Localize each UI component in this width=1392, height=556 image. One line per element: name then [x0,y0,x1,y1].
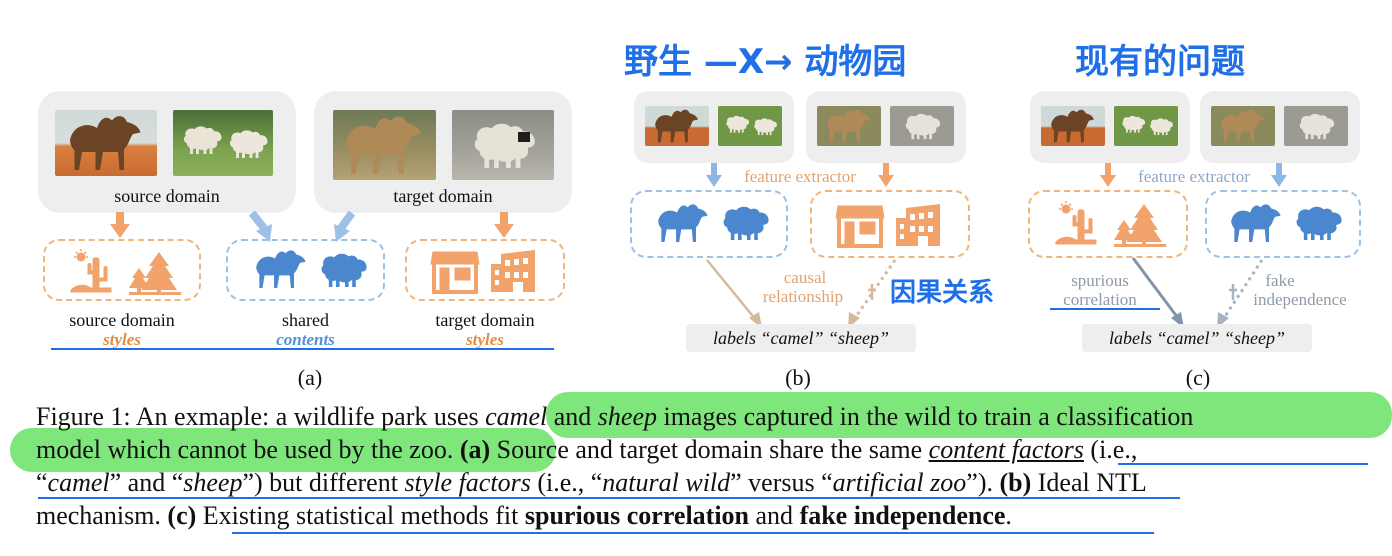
handwritten-title-c: 现有的问题 [1075,42,1245,82]
spurious-underline [1050,308,1160,310]
target-domain-label: target domain [393,186,493,206]
camel-thumb-b [645,106,709,146]
sheep-zoo-photo [452,110,554,180]
caption-underline-4 [232,532,1154,534]
sheep-thumb-b [718,106,782,146]
sheep-zoo-thumb-b [890,106,954,146]
panel-a-arrows [110,210,514,242]
arrow-down-blue-c [1271,163,1287,187]
panel-b-tag: (b) [785,365,811,390]
arrow-down-orange-b [878,163,894,187]
caption-line-2: model which cannot be used by the zoo. (… [36,435,1138,464]
source-styles-box [43,239,201,301]
sheep-thumb-c [1114,106,1178,146]
cross-mark-b [868,284,876,300]
target-styles-box [405,239,565,301]
caption-line-1: Figure 1: An exmaple: a wildlife park us… [36,402,1194,431]
content-box-b [630,190,788,258]
source-domain-label: source domain [114,186,220,206]
handwritten-title-b: 野生 —X→ 动物园 [624,42,907,82]
caption-underline-3 [38,497,1180,499]
legend-source-domain: source domain [69,310,175,330]
legend-shared: shared [282,310,329,330]
camel-zoo-photo [333,110,436,180]
camel-zoo-thumb-c [1211,106,1275,146]
legend-contents: contents [276,330,335,349]
causal-label-1: causal [783,268,827,287]
style-box-c [1028,190,1188,258]
labels-bar-c: labels “camel” “sheep” [1082,324,1312,352]
arrow-down-orange [110,212,130,238]
legend-target-styles: styles [466,330,504,349]
highlight-line-2 [10,428,556,472]
causal-label-2: relationship [762,287,844,306]
camel-thumb-c [1041,106,1105,146]
caption-line-3: “camel” and “sheep”) but different style… [36,468,1147,497]
legend-source-styles: styles [103,330,141,349]
feature-extractor-label-c: feature extractor [1138,167,1250,186]
content-box-c [1205,190,1361,258]
arrow-diag-blue-right [334,210,356,242]
labels-bar-b: labels “camel” “sheep” [686,324,916,352]
cross-mark-c [1229,284,1237,300]
fake-label-1: fake [1265,271,1295,290]
panel-c-tag: (c) [1185,365,1211,390]
caption-underline-2 [1118,463,1368,465]
spurious-label-1: spurious [1071,271,1129,290]
camel-wild-photo [55,110,157,176]
caption-line-4: mechanism. (c) Existing statistical meth… [36,501,1012,530]
feature-extractor-label-b: feature extractor [744,167,856,186]
arrow-diag-blue-left [248,210,272,242]
style-box-b [810,190,970,258]
fake-label-2: independence [1253,290,1347,309]
shared-contents-box [226,239,385,301]
highlight-line-1 [546,392,1392,438]
legend-target-domain: target domain [435,310,535,330]
arrow-down-blue-b [706,163,722,187]
panel-a-tag: (a) [297,365,323,390]
figure-number: Figure 1: [36,402,131,431]
handwritten-note-b: 因果关系 [890,278,995,308]
sheep-wild-photo [173,110,273,176]
arrow-down-orange-target [494,212,514,238]
spurious-label-2: correlation [1063,290,1137,309]
panel-a-underline [51,348,554,350]
sheep-zoo-thumb-c [1284,106,1348,146]
camel-zoo-thumb-b [817,106,881,146]
arrow-down-orange-c [1100,163,1116,187]
